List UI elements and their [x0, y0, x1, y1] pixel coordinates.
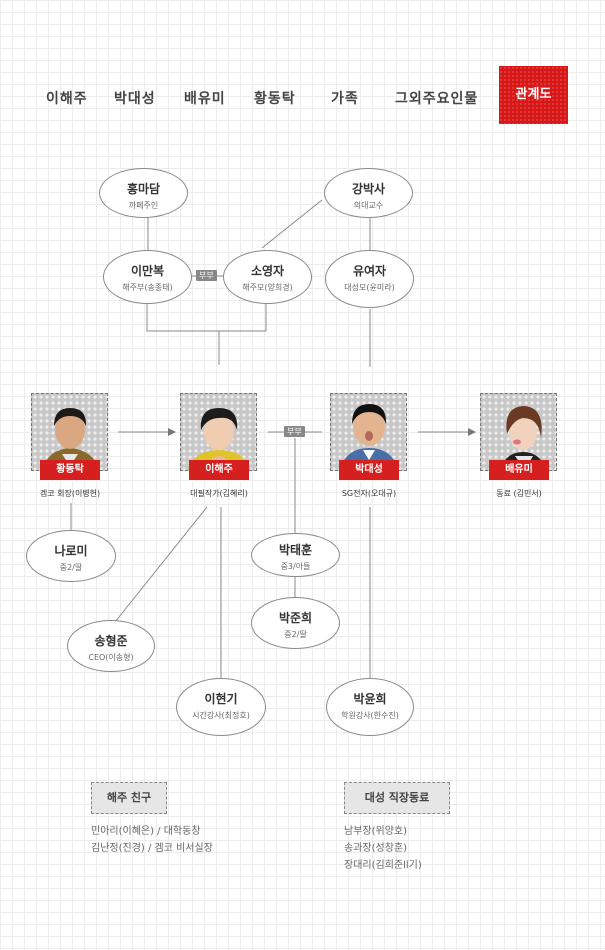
arrow-hwang-to-haeju — [168, 428, 176, 436]
couple-badge-parents: 부부 — [196, 270, 217, 281]
oval-lee-manbok[interactable]: 이만복 해주부(송종태) — [103, 250, 192, 304]
nav-item-bae-yumi[interactable]: 배유미 — [184, 91, 226, 107]
oval-name: 이현기 — [204, 692, 238, 706]
oval-park-taehun[interactable]: 박태훈 중3/아들 — [251, 533, 340, 577]
oval-name: 강박사 — [351, 182, 386, 196]
oval-role: 학원강사(한수진) — [341, 711, 399, 720]
arrow-daesung-to-yumi — [468, 428, 476, 436]
caption-lee-haeju: 대필작가(김혜리) — [190, 489, 248, 498]
list-daesung-colleagues: 남부장(위양호) 송과장(성창훈) 장대리(김희준ll기) — [344, 823, 422, 874]
oval-park-junhee[interactable]: 박준희 중2/딸 — [251, 597, 340, 649]
nav-item-family[interactable]: 가족 — [331, 91, 359, 107]
box-haeju-friends: 해주 친구 — [91, 782, 167, 814]
nav-item-park-daesung[interactable]: 박대성 — [114, 91, 156, 107]
line-parents-join — [146, 303, 267, 332]
couple-badge-main: 부부 — [284, 426, 305, 437]
line-haeju-to-songhyungjun — [114, 506, 208, 623]
oval-role: 까페주인 — [128, 201, 159, 210]
list-haeju-friends: 민아리(이혜은) / 대학동창 김난정(진경) / 겜코 비서실장 — [91, 823, 213, 857]
oval-role: 중3/아들 — [280, 562, 311, 571]
oval-name: 박태훈 — [278, 543, 313, 557]
oval-role: 해주부(송종태) — [122, 283, 173, 292]
oval-so-youngja[interactable]: 소영자 해주모(양희경) — [223, 250, 312, 304]
nav-item-relationship-map[interactable]: 관계도 — [499, 66, 568, 124]
oval-role: CEO(이송형) — [88, 653, 134, 662]
oval-role: 대성모(윤미라) — [344, 283, 395, 292]
oval-hong-madam[interactable]: 홍마담 까페주인 — [99, 168, 188, 218]
oval-name: 소영자 — [250, 264, 285, 278]
oval-name: 박윤희 — [353, 692, 387, 706]
photo-park-daesung[interactable] — [330, 393, 407, 471]
nameplate-bae-yumi[interactable]: 배유미 — [489, 460, 549, 480]
caption-hwang-dongtak: 겜코 회장(이병헌) — [39, 489, 101, 498]
nameplate-lee-haeju[interactable]: 이해주 — [189, 460, 249, 480]
list-item: 송과장(성창훈) — [344, 843, 408, 854]
oval-role: 시간강사(최정호) — [192, 711, 250, 720]
oval-name: 박준희 — [278, 611, 313, 625]
nameplate-hwang-dongtak[interactable]: 황동탁 — [40, 460, 100, 480]
oval-name: 송형준 — [94, 634, 128, 648]
oval-yu-yeoja[interactable]: 유여자 대성모(윤미라) — [325, 250, 414, 308]
character-nav: 이해주 박대성 배유미 황동탁 가족 그외주요인물 관계도 — [0, 66, 605, 126]
oval-kang-baksa[interactable]: 강박사 의대교수 — [324, 168, 413, 218]
list-item: 민아리(이혜은) / 대학동창 — [91, 826, 201, 837]
oval-lee-hyungi[interactable]: 이현기 시간강사(최정호) — [176, 678, 266, 736]
nav-item-lee-haeju[interactable]: 이해주 — [46, 91, 88, 107]
photo-hwang-dongtak[interactable] — [31, 393, 108, 471]
oval-na-romi[interactable]: 나로미 중2/딸 — [26, 530, 116, 582]
oval-role: 의대교수 — [353, 201, 384, 210]
caption-park-daesung: SG전자(오대규) — [341, 489, 397, 498]
box-daesung-colleagues: 대성 직장동료 — [344, 782, 450, 814]
oval-name: 유여자 — [352, 264, 387, 278]
oval-role: 해주모(양희경) — [242, 283, 293, 292]
oval-name: 나로미 — [54, 544, 88, 558]
photo-lee-haeju[interactable] — [180, 393, 257, 471]
list-item: 장대리(김희준ll기) — [344, 860, 422, 871]
oval-name: 이만복 — [130, 264, 165, 278]
oval-name: 홍마담 — [126, 182, 161, 196]
oval-park-yunhee[interactable]: 박윤희 학원강사(한수진) — [326, 678, 414, 736]
nav-item-other-characters[interactable]: 그외주요인물 — [395, 91, 479, 107]
line-kang-to-youngja — [261, 199, 323, 249]
nameplate-park-daesung[interactable]: 박대성 — [339, 460, 399, 480]
nav-item-hwang-dongtak[interactable]: 황동탁 — [254, 91, 296, 107]
oval-song-hyungjun[interactable]: 송형준 CEO(이송형) — [67, 620, 155, 672]
oval-role: 중2/딸 — [284, 630, 307, 639]
oval-role: 중2/딸 — [59, 563, 83, 572]
list-item: 남부장(위양호) — [344, 826, 408, 837]
caption-bae-yumi: 동료 (김민서) — [496, 489, 542, 498]
list-item: 김난정(진경) / 겜코 비서실장 — [91, 843, 213, 854]
